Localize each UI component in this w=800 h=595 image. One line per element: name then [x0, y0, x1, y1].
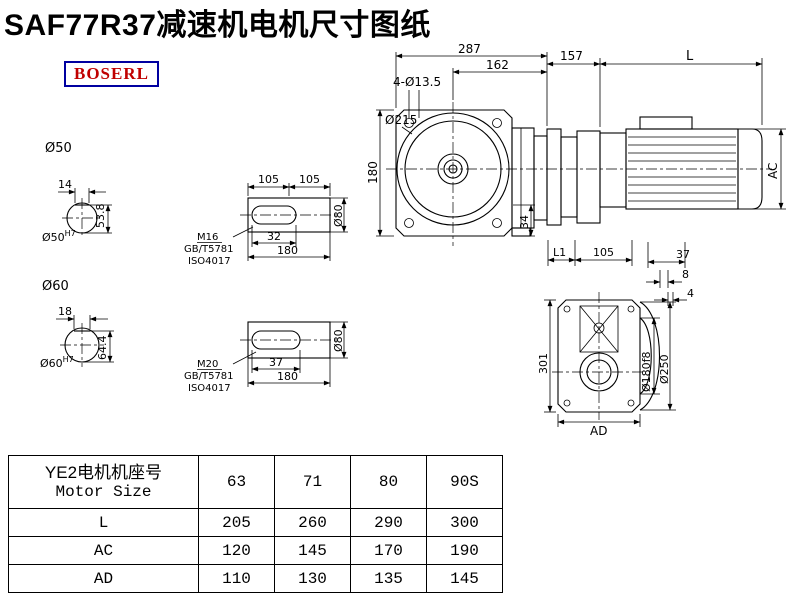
rear-dim-b-label: 8 — [682, 268, 689, 281]
side-a-std1-label: GB/T5781 — [184, 244, 234, 255]
table-header-cell: YE2电机机座号 Motor Size — [8, 455, 199, 509]
table-row-ad: AD 110 130 135 145 — [8, 564, 503, 593]
side-b-total-label: 180 — [277, 370, 298, 383]
rear-flange-view: L1 105 37 8 4 Ø180f8 Ø250 301 AD — [537, 240, 694, 438]
col-header-90s: 90S — [426, 455, 503, 509]
table-header-row: YE2电机机座号 Motor Size 63 71 80 90S — [8, 455, 503, 509]
table-cell: 260 — [274, 508, 351, 537]
shaft-b-keywidth-label: 18 — [58, 305, 72, 318]
shaft-a-keyheight-label: 53.8 — [94, 204, 107, 229]
side-a-thread-label: M16 — [197, 232, 218, 243]
table-header-cn: YE2电机机座号 — [44, 462, 163, 482]
table-cell: 120 — [198, 536, 275, 565]
shaft-b-end-view: Ø60 18 64.4 Ø60H7 — [40, 279, 114, 370]
table-cell: 190 — [426, 536, 503, 565]
table-row-ac: AC 120 145 170 190 — [8, 536, 503, 565]
table-cell: 170 — [350, 536, 427, 565]
shaft-b-dia-label: Ø60 — [42, 279, 69, 294]
motor-dia-label: AC — [766, 163, 780, 179]
rear-width-label: 105 — [593, 246, 614, 259]
rear-ad-label: AD — [590, 424, 607, 438]
table-cell: 110 — [198, 564, 275, 593]
shaft-a-end-view: Ø50 14 53.8 Ø50H7 — [42, 141, 112, 244]
front-width-right-label: 162 — [486, 58, 509, 72]
front-flange-dia-label: Ø215 — [385, 113, 417, 127]
shaft-b-fit-dia: Ø60 — [40, 357, 63, 370]
motor-side-view: 157 L AC — [511, 49, 786, 237]
brand-logo: BOSERL — [64, 61, 159, 87]
motor-adapter-len-label: 157 — [560, 49, 583, 63]
table-row-l: L 205 260 290 300 — [8, 508, 503, 537]
side-a-total-label: 180 — [277, 244, 298, 257]
shaft-b-fit-label: Ø60H7 — [40, 355, 74, 370]
shaft-a-dia-label: Ø50 — [45, 141, 72, 156]
dimension-table: YE2电机机座号 Motor Size 63 71 80 90S L 205 2… — [8, 455, 503, 593]
side-b-thread-label: M20 — [197, 359, 218, 370]
side-a-keylen-label: 32 — [267, 230, 281, 243]
rear-l1-label: L1 — [553, 246, 566, 259]
shaft-a-side-view: 105 105 32 180 Ø80 M16 GB/T5781 ISO4017 — [184, 173, 348, 267]
col-header-80: 80 — [350, 455, 427, 509]
table-cell: 145 — [426, 564, 503, 593]
row-label: AC — [8, 536, 199, 565]
shaft-a-fit-label: Ø50H7 — [42, 229, 76, 244]
shaft-a-fit-dia: Ø50 — [42, 231, 65, 244]
side-a-seg1-label: 105 — [258, 173, 279, 186]
rear-dim-c-label: 4 — [687, 287, 694, 300]
row-label: L — [8, 508, 199, 537]
shaft-b-side-view: 37 180 Ø80 M20 GB/T5781 ISO4017 — [184, 321, 348, 394]
page-title: SAF77R37减速机电机尺寸图纸 — [4, 9, 431, 42]
rear-height-label: 301 — [537, 353, 550, 374]
table-cell: 130 — [274, 564, 351, 593]
motor-length-label: L — [686, 49, 694, 64]
table-cell: 205 — [198, 508, 275, 537]
motor-fins — [628, 136, 736, 202]
table-cell: 135 — [350, 564, 427, 593]
col-header-71: 71 — [274, 455, 351, 509]
shaft-b-keyheight-label: 64.4 — [96, 336, 109, 361]
front-foot-label: 34 — [518, 215, 531, 229]
shaft-a-keywidth-label: 14 — [58, 178, 72, 191]
gearbox-front-view: 287 162 4-Ø13.5 Ø215 180 34 — [366, 42, 772, 246]
front-holes-label: 4-Ø13.5 — [393, 75, 441, 89]
row-label: AD — [8, 564, 199, 593]
shaft-a-fit-tol: H7 — [65, 229, 76, 238]
table-cell: 145 — [274, 536, 351, 565]
shaft-b-fit-tol: H7 — [63, 355, 74, 364]
rear-spigot-label: Ø180f8 — [640, 351, 653, 392]
front-height-label: 180 — [366, 161, 380, 184]
side-a-seg2-label: 105 — [299, 173, 320, 186]
table-cell: 300 — [426, 508, 503, 537]
rear-flange-label: Ø250 — [658, 354, 671, 384]
side-a-std2-label: ISO4017 — [188, 256, 231, 267]
side-b-dia-label: Ø80 — [332, 329, 345, 352]
table-cell: 290 — [350, 508, 427, 537]
side-b-keylen-label: 37 — [269, 356, 283, 369]
side-b-std2-label: ISO4017 — [188, 383, 231, 394]
col-header-63: 63 — [198, 455, 275, 509]
table-header-en: Motor Size — [55, 483, 152, 502]
front-width-label: 287 — [458, 42, 481, 56]
side-b-std1-label: GB/T5781 — [184, 371, 234, 382]
rear-dim-a-label: 37 — [676, 248, 690, 261]
side-a-dia-label: Ø80 — [332, 204, 345, 227]
